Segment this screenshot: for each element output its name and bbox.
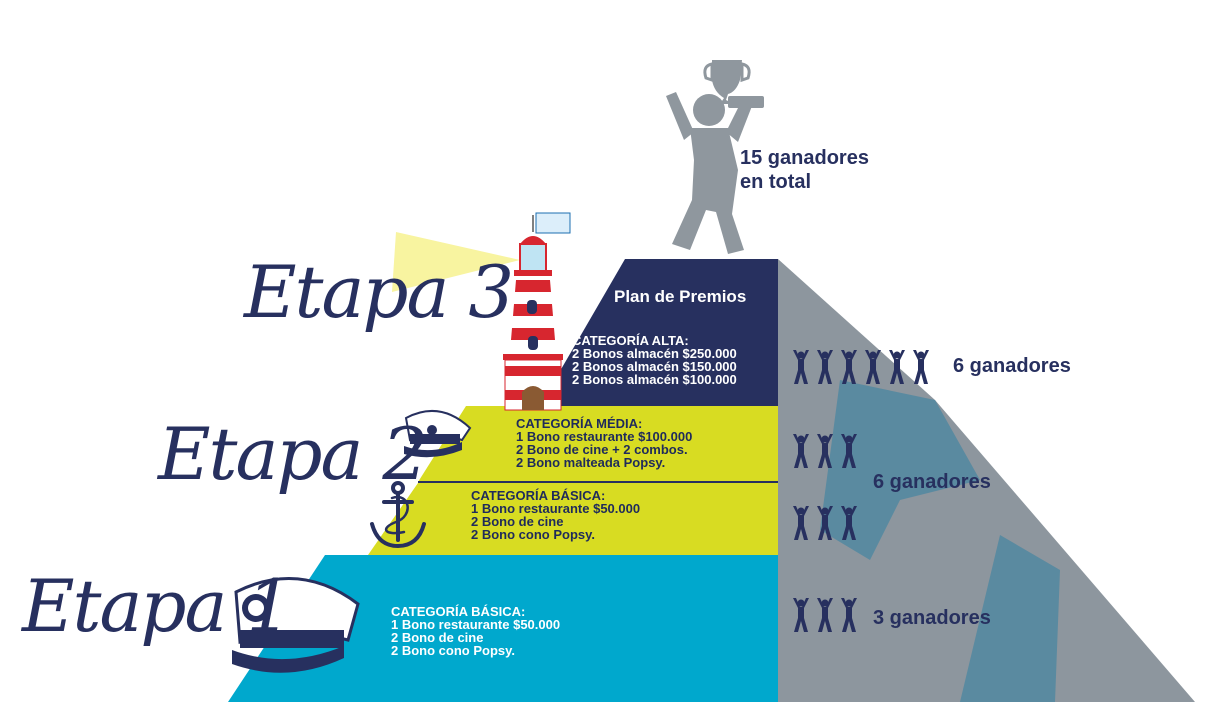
stage-label-1: Etapa 1: [22, 564, 292, 648]
winner-group-stage2-upper: [793, 434, 857, 468]
tier-basica-lower-heading: CATEGORÍA BÁSICA:: [391, 604, 526, 619]
stage-label-2: Etapa 2: [158, 412, 428, 496]
mountain: [778, 259, 1195, 702]
person-cheering-icon: [793, 506, 809, 540]
tier-alta-text: CATEGORÍA ALTA: 2 Bonos almacén $250.000…: [572, 334, 737, 386]
total-winners: 15 ganadores en total: [740, 146, 869, 194]
tier-alta-line-1: 2 Bonos almacén $250.000: [572, 346, 737, 361]
stage2-winners: 6 ganadores: [873, 471, 991, 493]
stage1-winners: 3 ganadores: [873, 607, 991, 629]
tier-media-heading: CATEGORÍA MÉDIA:: [516, 416, 643, 431]
tier-basica-upper-heading: CATEGORÍA BÁSICA:: [471, 488, 606, 503]
anchor-icon: [370, 481, 426, 549]
stage-label-3: Etapa 3: [244, 250, 514, 334]
trophy-winner-icon: [666, 60, 764, 254]
tier-alta-block: [538, 259, 778, 409]
tier-media-line-2: 2 Bono de cine + 2 combos.: [516, 442, 688, 457]
tier-basica-upper-block: [368, 483, 778, 555]
stage3-winners: 6 ganadores: [953, 355, 1071, 377]
person-cheering-icon: [841, 506, 857, 540]
tier-basica-lower-line-2: 2 Bono de cine: [391, 630, 484, 645]
person-cheering-icon: [841, 434, 857, 468]
person-cheering-icon: [841, 598, 857, 632]
tier-basica-lower-text: CATEGORÍA BÁSICA: 1 Bono restaurante $50…: [391, 605, 560, 657]
tier-alta-line-3: 2 Bonos almacén $100.000: [572, 372, 737, 387]
tier-basica-lower-line-1: 1 Bono restaurante $50.000: [391, 617, 561, 632]
person-cheering-icon: [865, 350, 881, 384]
tier-basica-upper-text: CATEGORÍA BÁSICA: 1 Bono restaurante $50…: [471, 489, 640, 541]
tier-media-line-1: 1 Bono restaurante $100.000: [516, 429, 693, 444]
captain-hat-icon: [404, 410, 472, 458]
plan-title: Plan de Premios: [614, 287, 747, 306]
person-cheering-icon: [793, 434, 809, 468]
person-cheering-icon: [817, 350, 833, 384]
person-cheering-icon: [793, 598, 809, 632]
tier-media-line-3: 2 Bono malteada Popsy.: [516, 455, 666, 470]
person-cheering-icon: [793, 350, 809, 384]
tier-basica-upper-line-2: 2 Bono de cine: [471, 514, 564, 529]
tier-alta-line-2: 2 Bonos almacén $150.000: [572, 359, 737, 374]
total-winners-line-2: en total: [740, 171, 812, 193]
person-cheering-icon: [913, 350, 929, 384]
mountain-shadow-upper: [820, 380, 980, 560]
winner-group-stage3: [793, 350, 929, 384]
captain-hat-large-icon: [232, 577, 360, 673]
person-cheering-icon: [817, 506, 833, 540]
mountain-shadow-lower: [960, 535, 1060, 702]
lighthouse-icon: [392, 212, 571, 411]
person-cheering-icon: [817, 434, 833, 468]
tier-basica-lower-line-3: 2 Bono cono Popsy.: [391, 643, 515, 658]
winner-group-stage2-lower: [793, 506, 857, 540]
tier-basica-upper-line-3: 2 Bono cono Popsy.: [471, 527, 595, 542]
tier-alta-heading: CATEGORÍA ALTA:: [572, 333, 689, 348]
mountain-face: [778, 259, 1195, 702]
winner-group-stage1: [793, 598, 857, 632]
tier-basica-upper-line-1: 1 Bono restaurante $50.000: [471, 501, 641, 516]
person-cheering-icon: [841, 350, 857, 384]
person-cheering-icon: [817, 598, 833, 632]
total-winners-line-1: 15 ganadores: [740, 147, 869, 169]
tier-basica-lower-block: [228, 555, 778, 702]
person-cheering-icon: [889, 350, 905, 384]
tier-media-text: CATEGORÍA MÉDIA: 1 Bono restaurante $100…: [516, 417, 692, 469]
tier-media-block: [418, 406, 778, 482]
